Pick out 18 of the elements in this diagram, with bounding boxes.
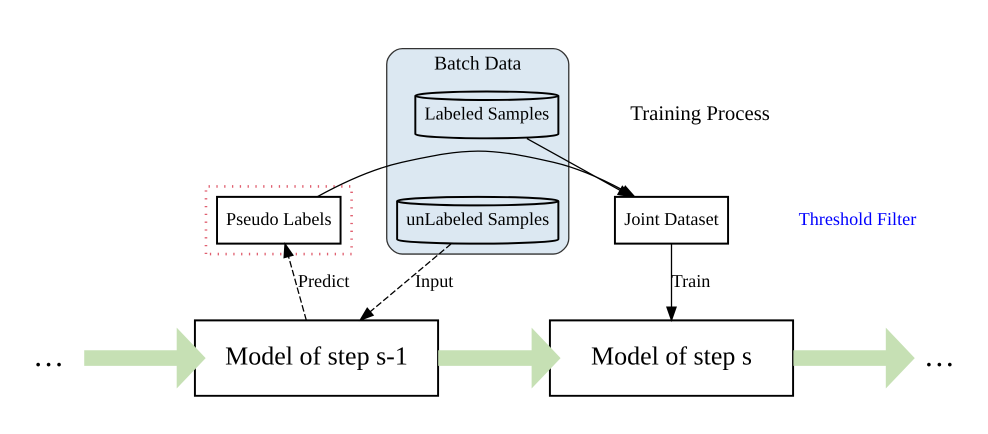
edge-label: Input (414, 270, 454, 291)
arrow (283, 242, 307, 320)
arrow (84, 328, 206, 389)
label: Threshold Filter (798, 209, 916, 230)
label: Training Process (630, 102, 770, 125)
node-text: … (33, 338, 64, 374)
node-box: Model of step s (548, 319, 794, 397)
arrow (438, 328, 561, 388)
edge-label: Train (672, 270, 710, 291)
node-box: Joint Dataset (614, 196, 730, 245)
edge-label: Predict (298, 270, 350, 291)
node-box: Model of step s-1 (194, 319, 440, 397)
cluster (204, 185, 353, 256)
node-box: Pseudo Labels (216, 196, 342, 245)
arrow (666, 244, 677, 322)
arrow (793, 328, 915, 388)
arrow (358, 243, 452, 322)
node-text: … (924, 338, 955, 374)
